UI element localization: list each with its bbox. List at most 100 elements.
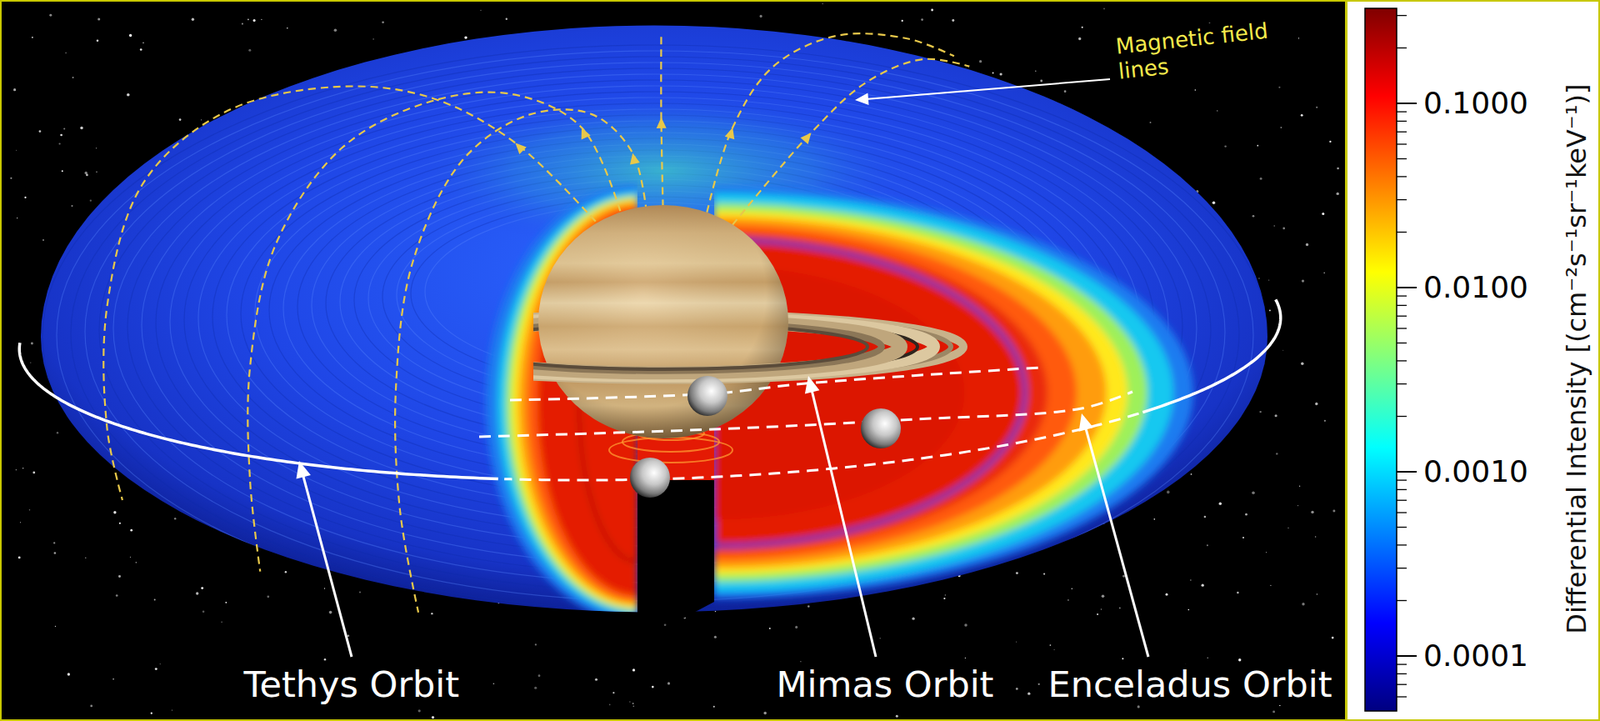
star [72, 76, 75, 79]
leader-arrow-head [855, 93, 870, 105]
orbit-label: Enceladus Orbit [1045, 664, 1336, 705]
star [67, 672, 70, 675]
star [1038, 683, 1040, 685]
star [285, 570, 287, 573]
star [202, 610, 205, 613]
minor-tick [1396, 360, 1407, 361]
star [359, 591, 361, 594]
star [1071, 588, 1074, 590]
star [651, 685, 655, 689]
star [713, 705, 715, 708]
star [1324, 420, 1326, 422]
star [30, 361, 31, 363]
minor-tick [1396, 327, 1407, 329]
minor-tick [1396, 684, 1407, 685]
star [126, 93, 130, 97]
star [1212, 200, 1216, 205]
star [1259, 410, 1261, 413]
minor-tick [1396, 231, 1407, 233]
saturn-shading [538, 205, 789, 439]
minor-tick [1396, 110, 1407, 112]
saturn-rings-front [533, 346, 964, 380]
cross-section-right [714, 186, 1194, 599]
star [54, 551, 57, 555]
star [1207, 657, 1209, 659]
star [538, 674, 541, 677]
star [1270, 585, 1271, 586]
star [112, 678, 115, 680]
star [129, 34, 132, 37]
star [1153, 518, 1155, 520]
star [1064, 90, 1067, 93]
leader-arrow-head [1079, 413, 1094, 432]
star [115, 594, 119, 597]
star [97, 17, 100, 20]
star [1272, 710, 1275, 713]
star [595, 678, 598, 681]
minor-tick [1396, 383, 1407, 385]
star [95, 147, 97, 149]
star [534, 686, 537, 690]
star [1275, 414, 1278, 417]
star [191, 18, 195, 21]
star [70, 205, 73, 207]
star [56, 431, 59, 434]
moon [687, 375, 728, 416]
star [1122, 575, 1125, 578]
star [1121, 657, 1124, 660]
star [260, 19, 262, 20]
star [1096, 613, 1099, 615]
star [1100, 608, 1103, 610]
star [1035, 70, 1037, 72]
star [119, 522, 121, 525]
field-arrowhead [515, 142, 526, 155]
star [29, 509, 30, 510]
star [1067, 599, 1070, 601]
star [16, 217, 18, 219]
star [220, 620, 223, 623]
star [1315, 535, 1317, 538]
major-tick [1396, 286, 1417, 289]
star [992, 72, 995, 75]
star [200, 586, 204, 590]
field-lines [103, 33, 970, 613]
star [667, 681, 670, 685]
minor-tick [1396, 158, 1407, 160]
star [1301, 280, 1305, 283]
star [1224, 145, 1226, 147]
minor-tick [1396, 663, 1407, 665]
star [195, 591, 199, 595]
star [1150, 121, 1152, 124]
star [1119, 606, 1121, 609]
star [247, 18, 250, 20]
star [13, 88, 16, 91]
minor-tick [1396, 415, 1407, 417]
star [140, 48, 143, 51]
minor-tick [1396, 120, 1407, 122]
star [1282, 350, 1284, 351]
minor-tick [1396, 342, 1407, 344]
star [1190, 473, 1193, 475]
star [807, 605, 810, 608]
mimas-orbit [510, 367, 1041, 400]
minor-tick [1396, 673, 1407, 675]
star [895, 715, 899, 718]
star [612, 691, 615, 694]
star [1310, 510, 1314, 514]
star [154, 599, 156, 601]
minor-tick [1396, 199, 1407, 200]
star [632, 702, 635, 705]
star [1103, 8, 1105, 10]
star [715, 610, 716, 612]
star [373, 38, 375, 40]
star [1242, 536, 1245, 539]
star [95, 171, 98, 174]
ring [533, 346, 951, 379]
star [248, 49, 251, 52]
star [535, 643, 537, 645]
star [769, 627, 771, 630]
tick-label: 0.0100 [1423, 270, 1529, 305]
star [920, 18, 924, 21]
star [1245, 513, 1248, 516]
